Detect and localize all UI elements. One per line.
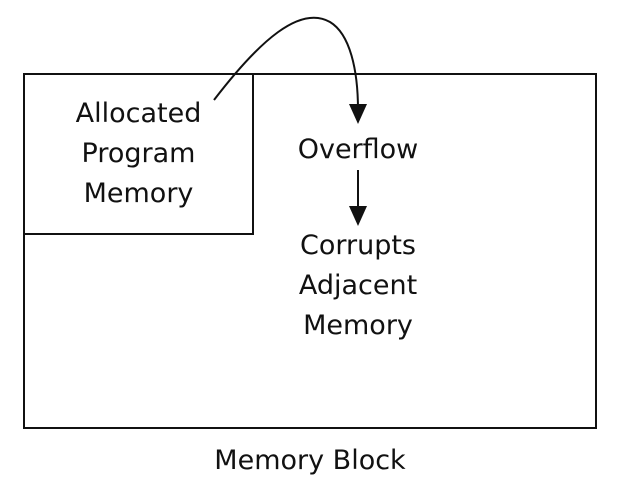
overflow-label-text: Overflow — [297, 134, 419, 165]
corrupts-adjacent-memory-label: Corrupts Adjacent Memory — [258, 226, 458, 346]
overflow-label: Overflow — [258, 130, 458, 170]
allocated-region-outline — [23, 73, 254, 235]
allocated-label-line-2: Program — [81, 138, 196, 169]
overflow-arrowhead — [349, 104, 367, 124]
corrupts-label-line-3: Memory — [303, 310, 413, 341]
allocated-label-line-3: Memory — [83, 178, 194, 209]
corrupts-label-line-1: Corrupts — [299, 230, 416, 261]
memory-block-caption: Memory Block — [110, 441, 510, 481]
allocated-label-line-1: Allocated — [75, 98, 202, 129]
memory-block-outline — [23, 73, 597, 429]
allocated-program-memory-label: Allocated Program Memory — [24, 94, 253, 214]
corruption-arrowhead — [349, 206, 367, 226]
overflow-curved-arrow — [213, 16, 359, 111]
corrupts-label-line-2: Adjacent — [298, 270, 418, 301]
memory-block-caption-text: Memory Block — [214, 445, 406, 476]
